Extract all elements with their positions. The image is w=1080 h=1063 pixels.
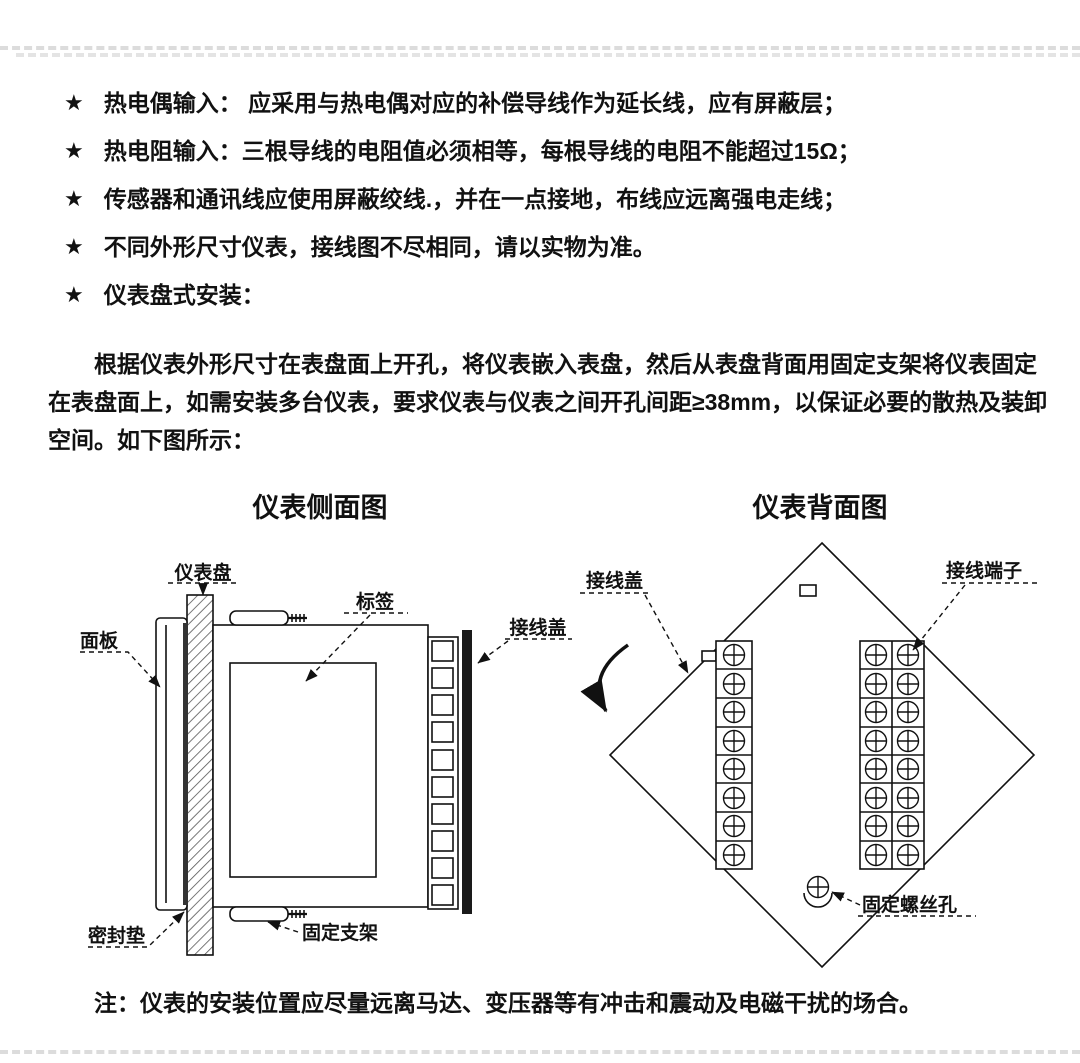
star-bullet-icon: ★ <box>64 234 84 259</box>
seal-gasket-shape <box>183 623 188 905</box>
fixing-screw-hole-shape <box>803 875 833 908</box>
side-view-leaders <box>80 582 572 948</box>
terminal-strip-left <box>715 640 753 870</box>
back-view-leaders <box>580 582 1038 917</box>
star-bullet-icon: ★ <box>64 138 84 163</box>
list-item: ★ 热电偶输入： 应采用与热电偶对应的补偿导线作为延长线，应有屏蔽层； <box>64 88 1044 118</box>
terminal-cover-label: 接线盖 <box>586 569 643 592</box>
page-tear-separator-bottom <box>0 1050 1080 1063</box>
star-bullet-icon: ★ <box>64 186 84 211</box>
back-view-labels: 接线盖 接线端子 固定螺丝孔 <box>586 559 1022 916</box>
installation-diagrams: 仪表盘 面板 标签 接线盖 密封垫 固定支架 <box>80 541 1038 969</box>
cover-clip-left <box>701 650 717 662</box>
panel-board-label: 仪表盘 <box>173 561 231 584</box>
terminal-cover-plate <box>462 630 472 914</box>
terminal-cover-label: 接线盖 <box>509 616 566 639</box>
bullet-text: 热电阻输入：三根导线的电阻值必须相等，每根导线的电阻不能超过15Ω； <box>103 138 861 164</box>
star-bullet-icon: ★ <box>64 90 84 115</box>
top-bracket <box>229 610 307 626</box>
back-view-diagram <box>580 541 1036 969</box>
front-bezel <box>155 617 188 911</box>
installation-paragraph: 根据仪表外形尺寸在表盘面上开孔，将仪表嵌入表盘，然后从表盘背面用固定支架将仪表固… <box>48 351 1048 453</box>
fixing-bracket-label: 固定支架 <box>302 921 378 944</box>
side-view-labels: 仪表盘 面板 标签 接线盖 密封垫 固定支架 <box>80 561 567 947</box>
terminal-strip-right <box>859 640 925 870</box>
bottom-bracket <box>229 906 307 922</box>
bullet-text: 传感器和通讯线应使用屏蔽绞线.，并在一点接地，布线应远离强电走线； <box>103 186 847 212</box>
page-tear-separator-top <box>0 46 1080 60</box>
rotation-arrow-icon <box>580 643 630 713</box>
list-item: ★ 热电阻输入：三根导线的电阻值必须相等，每根导线的电阻不能超过15Ω； <box>64 136 1044 166</box>
side-view-title: 仪表侧面图 <box>252 493 388 523</box>
bullet-text: 热电偶输入： 应采用与热电偶对应的补偿导线作为延长线，应有屏蔽层； <box>103 90 847 116</box>
list-item: ★ 不同外形尺寸仪表，接线图不尽相同，请以实物为准。 <box>64 232 1044 262</box>
seal-gasket-label: 密封垫 <box>88 924 145 947</box>
wiring-notes-list: ★ 热电偶输入： 应采用与热电偶对应的补偿导线作为延长线，应有屏蔽层； ★ 热电… <box>64 88 1044 328</box>
terminals-label: 接线端子 <box>946 559 1022 582</box>
star-bullet-icon: ★ <box>64 282 84 307</box>
bottom-note: 注：仪表的安装位置应尽量远离马达、变压器等有冲击和震动及电磁干扰的场合。 <box>94 990 922 1016</box>
terminal-ladder <box>427 636 459 910</box>
bullet-text: 仪表盘式安装： <box>103 282 265 308</box>
back-view-title: 仪表背面图 <box>752 493 888 523</box>
cover-clip-top <box>799 584 817 597</box>
rotated-case-outline <box>608 541 1036 969</box>
tag-label: 标签 <box>356 590 395 613</box>
bullet-text: 不同外形尺寸仪表，接线图不尽相同，请以实物为准。 <box>103 234 656 260</box>
list-item: ★ 传感器和通讯线应使用屏蔽绞线.，并在一点接地，布线应远离强电走线； <box>64 184 1044 214</box>
label-area <box>229 662 377 878</box>
panel-board-hatch <box>186 594 214 956</box>
fixing-screw-hole-label: 固定螺丝孔 <box>862 893 957 916</box>
list-item: ★ 仪表盘式安装： <box>64 280 1044 310</box>
front-panel-label: 面板 <box>80 629 119 652</box>
side-view-diagram <box>155 594 472 956</box>
